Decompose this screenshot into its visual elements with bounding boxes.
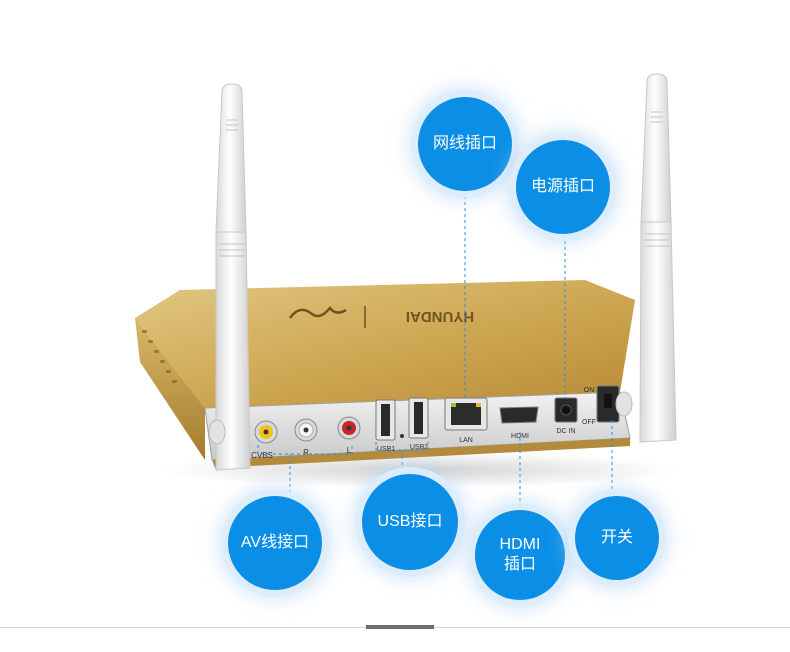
label-hdmi: HDMI — [511, 433, 529, 440]
status-led — [400, 434, 404, 438]
label-cvbs: CVBS — [251, 451, 273, 460]
antenna-left — [208, 83, 251, 471]
dc-in-port — [554, 397, 578, 423]
carousel-indicator — [366, 625, 434, 629]
callout-hdmi-text: HDMI 插口 — [499, 536, 541, 573]
hdmi-port — [499, 406, 539, 424]
device-vents — [142, 330, 177, 383]
antenna-right — [615, 73, 677, 443]
callout-lan-text: 网线插口 — [432, 135, 497, 152]
callout-av-port: AV线接口 — [228, 496, 322, 590]
label-off: OFF — [582, 419, 596, 426]
callout-power-port: 电源插口 — [516, 140, 610, 234]
brand-logo-text: HYUNDAI — [406, 308, 474, 325]
callout-switch-text: 开关 — [600, 529, 633, 546]
label-on: ON — [584, 387, 595, 394]
callout-av-text: AV线接口 — [240, 534, 310, 551]
brand-script-logo — [288, 305, 347, 319]
device-left-side — [135, 318, 205, 460]
usb-port-1 — [375, 399, 396, 441]
rca-jack-r — [294, 418, 318, 442]
callout-power-text: 电源插口 — [530, 178, 595, 195]
label-r: R — [303, 448, 309, 457]
callout-usb-port: USB接口 — [362, 474, 458, 570]
rca-jack-cvbs — [254, 420, 278, 444]
device-top-surface — [135, 280, 635, 408]
callout-hdmi-port: HDMI 插口 — [475, 510, 565, 600]
label-lan: LAN — [459, 437, 473, 444]
callout-usb-text: USB接口 — [377, 513, 443, 530]
callout-lan-port: 网线插口 — [418, 97, 512, 191]
label-dc-in: DC IN — [556, 428, 575, 435]
usb-port-2 — [408, 397, 429, 439]
lan-port — [444, 397, 488, 431]
label-usb2: USB2 — [410, 444, 428, 451]
device-bottom-edge — [212, 438, 630, 468]
leader-lines — [257, 190, 613, 510]
rca-jack-l — [337, 416, 361, 440]
label-l: L — [347, 446, 352, 455]
callout-switch: 开关 — [575, 496, 659, 580]
